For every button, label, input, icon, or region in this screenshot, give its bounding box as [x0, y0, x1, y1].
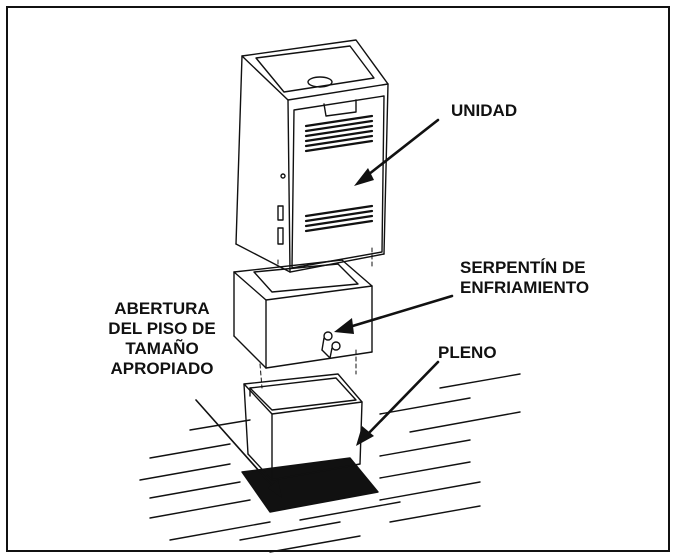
serpentin-arrow	[334, 294, 454, 334]
lower-louvers	[304, 204, 374, 233]
label-unidad: UNIDAD	[451, 101, 517, 121]
label-unidad-line-1: UNIDAD	[451, 101, 518, 120]
furnace-unit	[235, 39, 389, 273]
diagram-frame	[6, 6, 670, 552]
label-abertura-line-1: ABERTURA	[114, 299, 210, 318]
label-abertura: ABERTURA DEL PISO DE TAMAÑO APROPIADO	[82, 299, 242, 379]
label-abertura-line-2: DEL PISO DE	[108, 319, 216, 338]
unidad-arrow	[354, 118, 440, 186]
floor-opening	[241, 457, 379, 513]
label-pleno: PLENO	[438, 343, 497, 363]
abertura-arrow	[195, 399, 282, 498]
plenum	[243, 373, 363, 481]
label-serpentin-line-1: SERPENTÍN DE	[460, 258, 586, 277]
floor-hatching	[139, 373, 521, 553]
label-abertura-line-4: APROPIADO	[110, 359, 214, 378]
label-serpentin: SERPENTÍN DE ENFRIAMIENTO	[460, 258, 589, 298]
upper-louvers	[304, 114, 374, 153]
cooling-coil	[233, 259, 373, 369]
label-abertura-line-3: TAMAÑO	[125, 339, 199, 358]
label-pleno-line-1: PLENO	[438, 343, 497, 362]
pleno-arrow	[356, 360, 440, 446]
label-serpentin-line-2: ENFRIAMIENTO	[460, 278, 590, 297]
